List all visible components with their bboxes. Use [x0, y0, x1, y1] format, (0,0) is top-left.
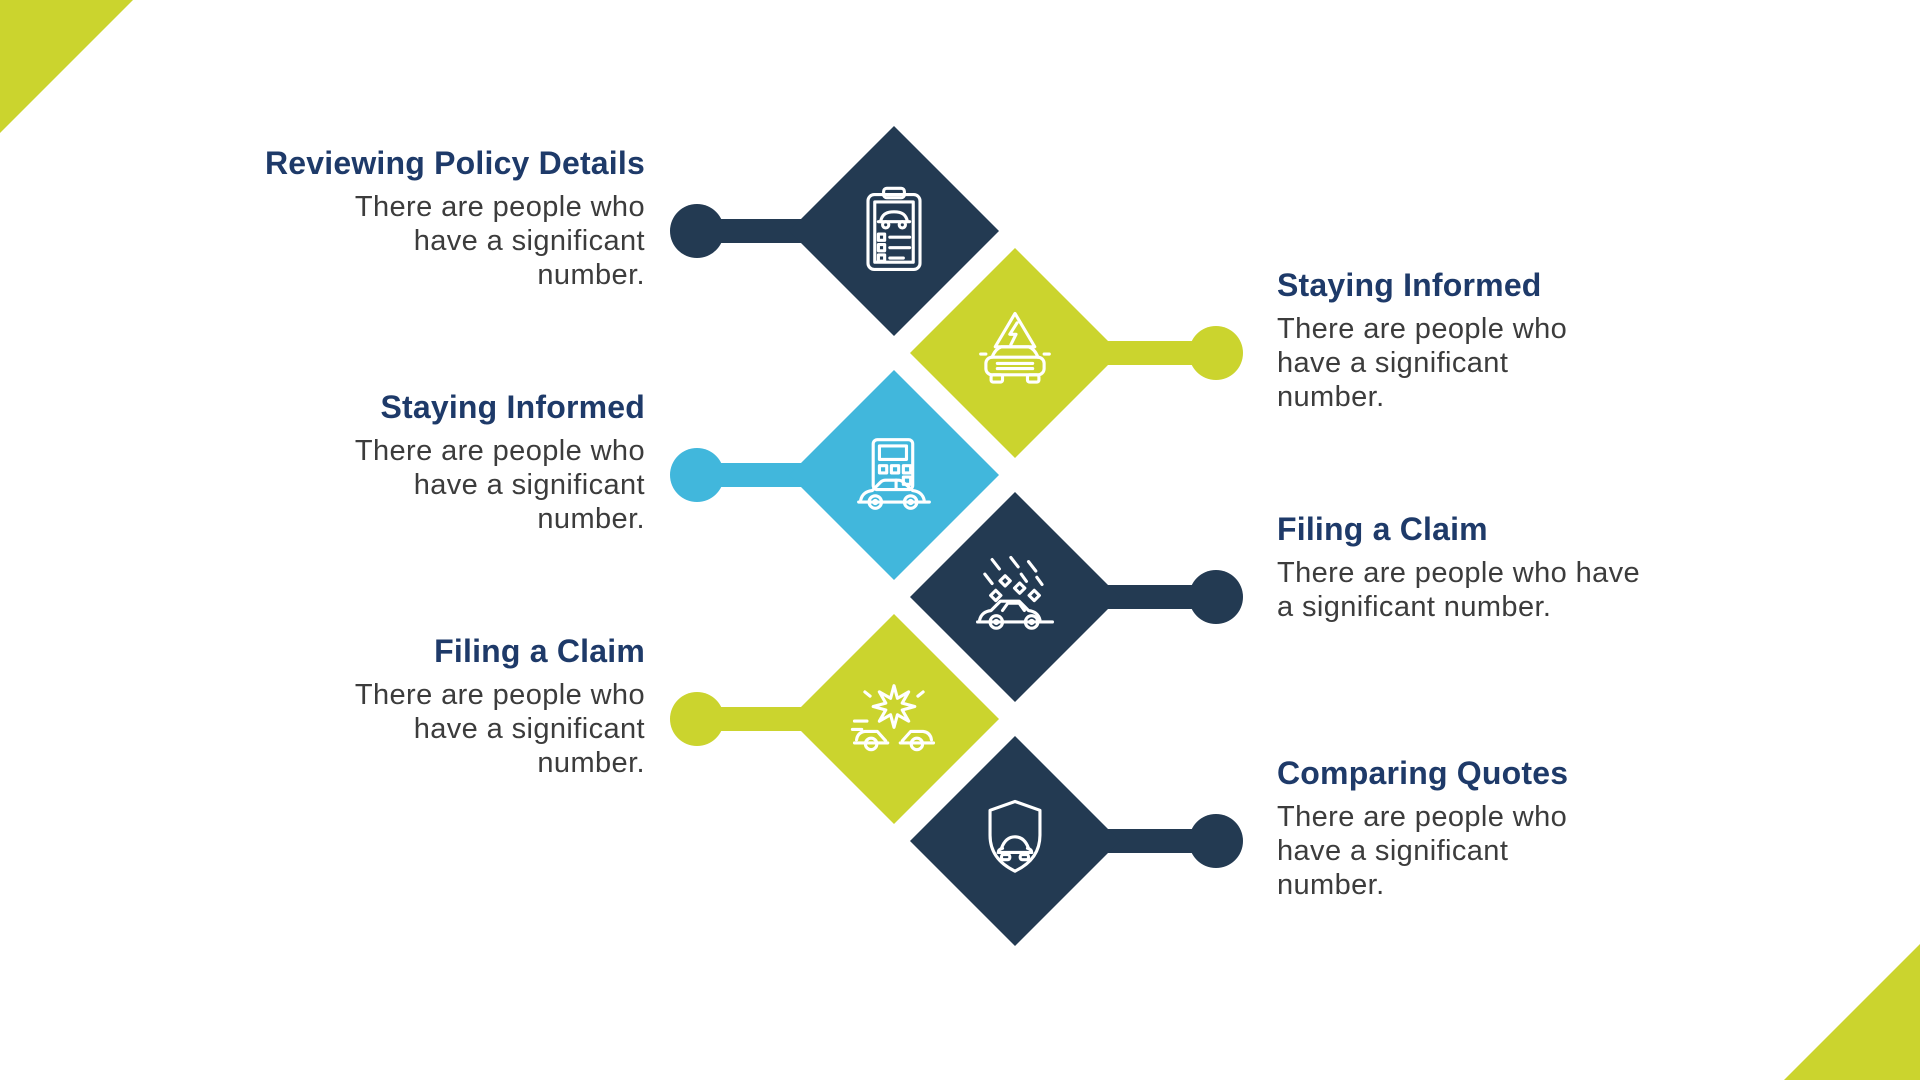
corner-triangle-bottom-right: [1784, 944, 1920, 1080]
connector-bar: [1103, 829, 1225, 853]
item-text: Comparing Quotes There are people who ha…: [1277, 754, 1717, 902]
clipboard-car-checklist-icon: [842, 179, 946, 283]
item-body: There are people who have a significant …: [354, 679, 645, 779]
item-title: Filing a Claim: [434, 633, 645, 669]
corner-triangle-top-left: [0, 0, 133, 133]
item-body: There are people who have a significant …: [1277, 557, 1641, 623]
item-text: Staying Informed There are people who ha…: [1277, 266, 1717, 414]
item-text: Filing a Claim There are people who have…: [1277, 510, 1717, 624]
item-text: Staying Informed There are people who ha…: [205, 388, 645, 536]
item-body: There are people who have a significant …: [354, 191, 645, 291]
item-title: Filing a Claim: [1277, 511, 1488, 547]
item-body: There are people who have a significant …: [1277, 801, 1568, 901]
car-shield-icon: [963, 789, 1067, 893]
car-calculator-icon: [842, 423, 946, 527]
connector-bar: [1103, 341, 1225, 365]
electric-car-warning-icon: [963, 301, 1067, 405]
item-title: Comparing Quotes: [1277, 755, 1569, 791]
item-title: Reviewing Policy Details: [264, 145, 645, 181]
item-text: Filing a Claim There are people who have…: [205, 632, 645, 780]
connector-bar: [1103, 585, 1225, 609]
item-body: There are people who have a significant …: [354, 435, 645, 535]
car-hailstorm-icon: [963, 545, 1067, 649]
car-crash-icon: [842, 667, 946, 771]
item-body: There are people who have a significant …: [1277, 313, 1568, 413]
item-text: Reviewing Policy Details There are peopl…: [205, 144, 645, 292]
item-title: Staying Informed: [380, 389, 645, 425]
item-title: Staying Informed: [1277, 267, 1542, 303]
